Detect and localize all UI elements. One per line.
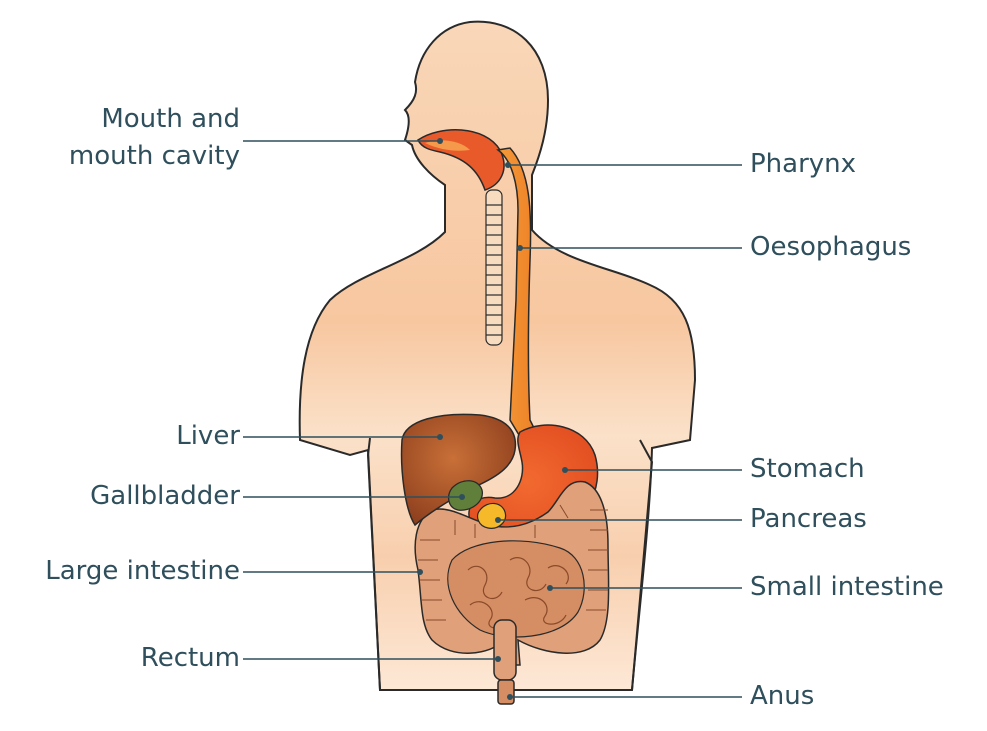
leader-dots bbox=[417, 138, 568, 700]
label-pancreas: Pancreas bbox=[750, 504, 867, 534]
small-intestine-shape bbox=[447, 540, 585, 638]
trachea bbox=[485, 189, 503, 346]
rectum-shape bbox=[493, 619, 517, 681]
label-stomach: Stomach bbox=[750, 454, 865, 484]
left-arm-line bbox=[366, 437, 381, 691]
leader-lines bbox=[243, 140, 742, 698]
colon-segments bbox=[418, 504, 608, 621]
label-mouth-line2: mouth cavity bbox=[68, 141, 240, 171]
label-small-intestine: Small intestine bbox=[750, 572, 944, 602]
right-arm-line bbox=[631, 439, 654, 691]
gallbladder-shape bbox=[447, 480, 483, 511]
tongue bbox=[425, 140, 470, 151]
label-pharynx: Pharynx bbox=[750, 149, 857, 179]
label-gallbladder: Gallbladder bbox=[90, 481, 240, 511]
label-rectum: Rectum bbox=[140, 643, 240, 673]
anus-shape bbox=[497, 679, 515, 705]
label-anus: Anus bbox=[750, 681, 815, 711]
label-liver: Liver bbox=[176, 421, 240, 451]
label-large-intestine: Large intestine bbox=[45, 556, 240, 586]
label-mouth-line1: Mouth and bbox=[101, 104, 240, 134]
oesophagus-tube bbox=[496, 147, 542, 441]
label-oesophagus: Oesophagus bbox=[750, 232, 912, 262]
